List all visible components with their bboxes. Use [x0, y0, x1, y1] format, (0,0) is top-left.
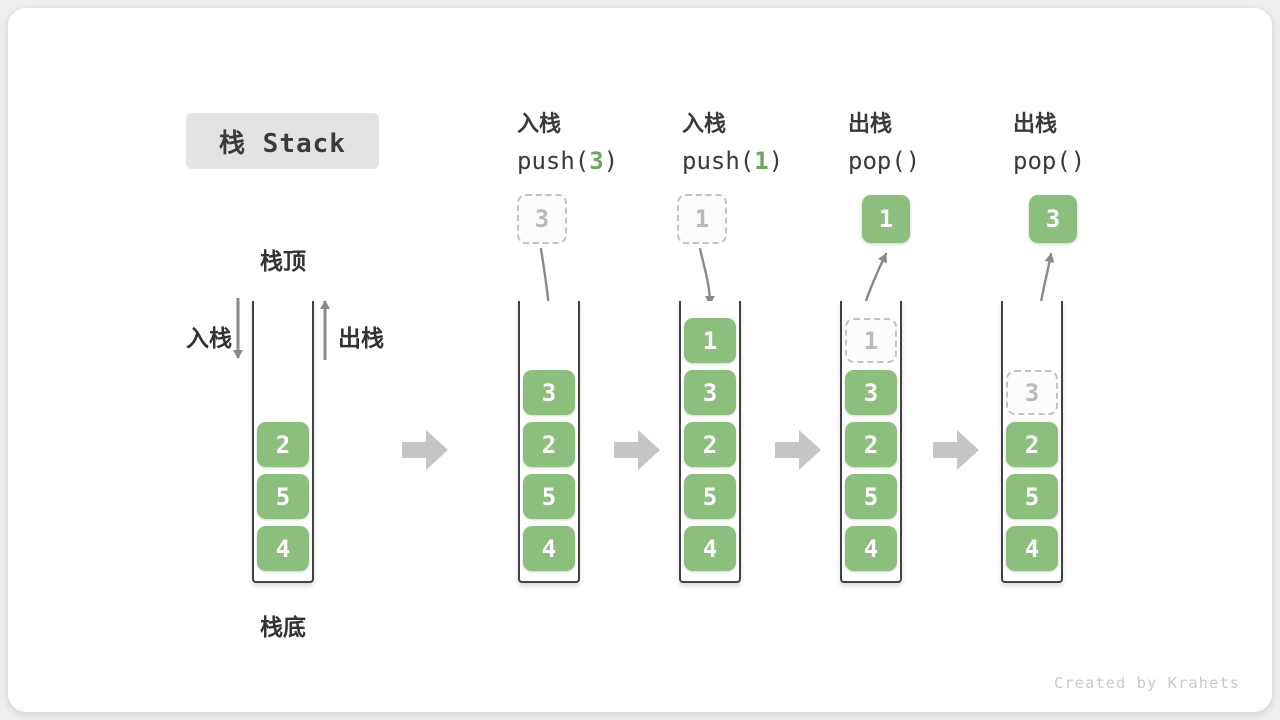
popped-element: 3 — [1029, 195, 1077, 243]
stack-cell: 1 — [684, 318, 736, 363]
stack-cell: 2 — [845, 422, 897, 467]
code-text: pop() — [848, 147, 921, 175]
column-header-push-1: 入栈 push(1) — [682, 106, 783, 175]
code-arg: 1 — [754, 147, 769, 175]
stack-cell: 4 — [1006, 526, 1058, 571]
stack-cell: 5 — [684, 474, 736, 519]
stack-cell: 3 — [684, 370, 736, 415]
stack-container-initial: 2 5 4 — [252, 301, 314, 583]
stack-container-pop-3: 3 2 5 4 — [1001, 301, 1063, 583]
stack-cell: 5 — [1006, 474, 1058, 519]
stack-cell: 4 — [684, 526, 736, 571]
stack-cell: 2 — [523, 422, 575, 467]
stack-cell: 2 — [684, 422, 736, 467]
stack-cell: 4 — [257, 526, 309, 571]
code-arg: 3 — [589, 147, 604, 175]
pending-push-element: 1 — [677, 194, 727, 244]
code-text: ) — [603, 147, 619, 175]
stack-cell: 2 — [1006, 422, 1058, 467]
stack-bottom-label: 栈底 — [260, 615, 306, 641]
stack-cell: 5 — [845, 474, 897, 519]
stack-container-push-1: 1 3 2 5 4 — [679, 301, 741, 583]
code-text: push( — [682, 147, 755, 175]
stack-container-push-3: 3 2 5 4 — [518, 301, 580, 583]
stack-cell: 5 — [257, 474, 309, 519]
operation-label: 出栈 — [1013, 112, 1058, 137]
column-header-push-3: 入栈 push(3) — [517, 106, 618, 175]
stack-cell-removed: 1 — [845, 318, 897, 363]
stack-cell: 5 — [523, 474, 575, 519]
column-header-pop-3: 出栈 pop() — [1013, 106, 1085, 175]
credit-text: Created by Krahets — [1054, 674, 1240, 692]
stack-top-label: 栈顶 — [260, 249, 306, 275]
popped-element: 1 — [862, 195, 910, 243]
stack-cell: 2 — [257, 422, 309, 467]
stack-cell: 4 — [845, 526, 897, 571]
page-title: 栈 Stack — [186, 113, 379, 169]
operation-label: 出栈 — [848, 112, 893, 137]
stack-cell: 3 — [523, 370, 575, 415]
operation-code: pop() — [848, 147, 920, 175]
push-label: 入栈 — [186, 326, 232, 352]
code-text: ) — [768, 147, 784, 175]
operation-code: pop() — [1013, 147, 1085, 175]
stack-cell-removed: 3 — [1006, 370, 1058, 415]
code-text: pop() — [1013, 147, 1086, 175]
stack-container-pop-1: 1 3 2 5 4 — [840, 301, 902, 583]
pending-push-element: 3 — [517, 194, 567, 244]
stack-cell: 4 — [523, 526, 575, 571]
column-header-pop-1: 出栈 pop() — [848, 106, 920, 175]
operation-code: push(1) — [682, 147, 783, 175]
operation-label: 入栈 — [682, 112, 727, 137]
stack-cell: 3 — [845, 370, 897, 415]
code-text: push( — [517, 147, 590, 175]
operation-label: 入栈 — [517, 112, 562, 137]
pop-label: 出栈 — [338, 326, 384, 352]
operation-code: push(3) — [517, 147, 618, 175]
